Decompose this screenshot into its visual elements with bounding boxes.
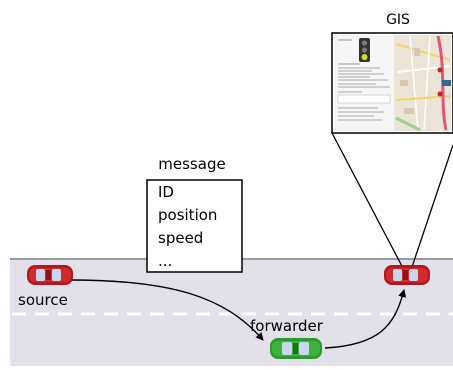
gis-panel — [331, 32, 453, 134]
gis-label: GIS — [386, 12, 410, 28]
traffic-light-icon — [359, 38, 370, 62]
message-field-more: ... — [158, 252, 172, 270]
message-field-id: ID — [158, 183, 174, 201]
message-field-position: position — [158, 206, 217, 224]
source-label: source — [18, 291, 68, 309]
arrow-forwarder-to-destination — [324, 289, 407, 349]
destination-car-icon — [384, 265, 430, 285]
forwarder-car-icon — [270, 338, 322, 359]
source-car-icon — [27, 265, 73, 285]
arrow-source-to-forwarder — [69, 279, 264, 341]
message-title: message — [158, 155, 225, 173]
message-field-speed: speed — [158, 229, 203, 247]
gis-projection-lines — [331, 132, 453, 271]
gis-map — [394, 35, 451, 132]
message-box: ID position speed ... — [146, 179, 243, 273]
forwarder-label: forwarder — [250, 317, 324, 335]
